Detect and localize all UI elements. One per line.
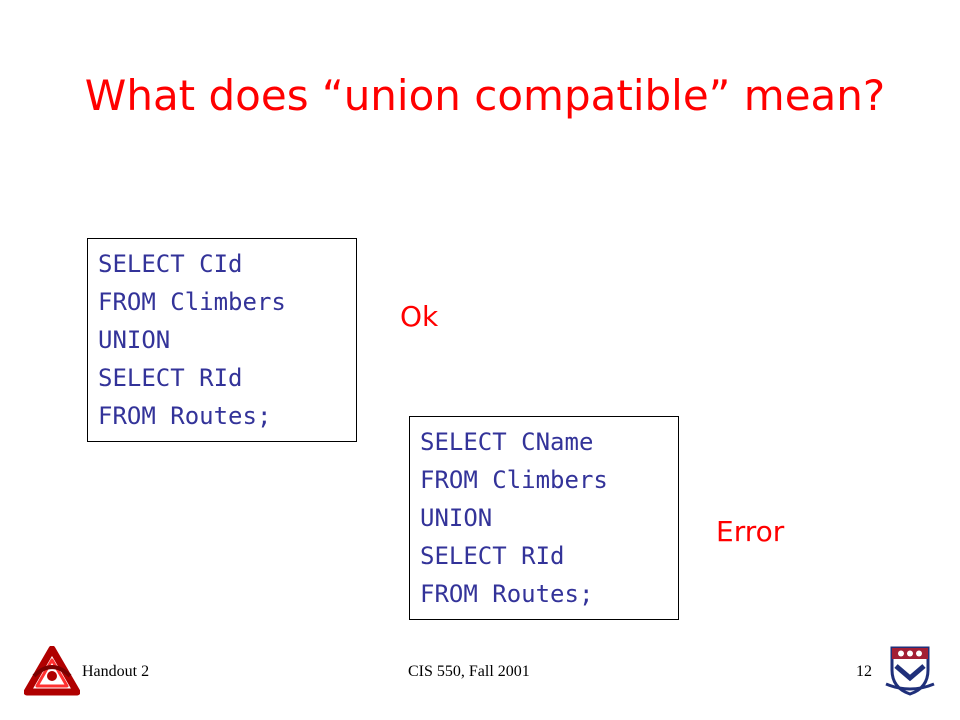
triangle-knot-logo-icon xyxy=(23,645,81,696)
code-line: SELECT RId xyxy=(420,542,565,570)
slide-title: What does “union compatible” mean? xyxy=(84,71,886,120)
code-line: FROM Routes; xyxy=(420,580,594,608)
page-number: 12 xyxy=(856,663,872,680)
university-shield-crest-icon xyxy=(884,644,936,696)
ok-verdict-label: Ok xyxy=(400,300,439,333)
code-line: SELECT CId xyxy=(98,250,243,278)
code-line: FROM Routes; xyxy=(98,402,272,430)
code-line: SELECT RId xyxy=(98,364,243,392)
code-line: FROM Climbers xyxy=(420,466,608,494)
footer-handout: Handout 2 xyxy=(82,663,150,680)
code-line: UNION xyxy=(420,504,493,532)
ok-query-box: SELECT CId FROM Climbers UNION SELECT RI… xyxy=(87,238,357,442)
code-line: FROM Climbers xyxy=(98,288,286,316)
error-query-box: SELECT CName FROM Climbers UNION SELECT … xyxy=(409,416,679,620)
code-line: UNION xyxy=(98,326,171,354)
footer-course: CIS 550, Fall 2001 xyxy=(408,663,530,680)
error-verdict-label: Error xyxy=(716,515,785,548)
code-line: SELECT CName xyxy=(420,428,594,456)
